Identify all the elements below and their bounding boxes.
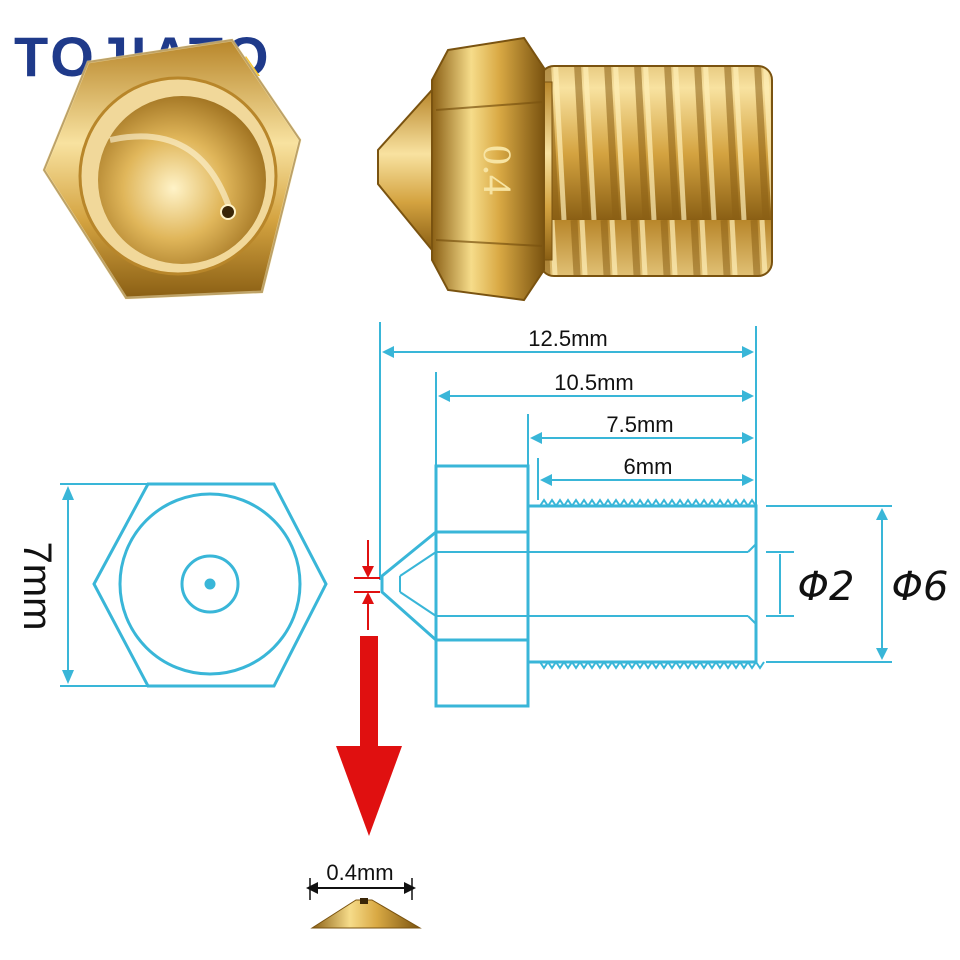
orifice-detail <box>306 878 422 929</box>
side-profile-drawing <box>379 322 892 708</box>
nozzle-side-photo: 0.4 <box>377 36 773 302</box>
thread-length-label: 6mm <box>624 454 673 479</box>
total-length-label: 12.5mm <box>528 326 607 351</box>
thread-section-label: 7.5mm <box>606 412 673 437</box>
bore-diameter-label: Φ2 <box>798 564 855 610</box>
thread-diameter-label: Φ6 <box>892 564 949 610</box>
nozzle-size-engraving: 0.4 <box>475 145 520 195</box>
hex-to-end-label: 10.5mm <box>554 370 633 395</box>
orifice-size-label: 0.4mm <box>326 860 393 885</box>
nozzle-tip-cone <box>310 899 422 929</box>
hex-front-drawing <box>60 482 328 688</box>
hex-width-label: 7mm <box>15 542 59 631</box>
orifice-marker <box>354 540 380 630</box>
nozzle-tip-side <box>377 87 433 253</box>
nozzle-front-photo <box>42 38 302 300</box>
nozzle-orifice-icon <box>220 204 236 220</box>
thread-section <box>539 65 773 277</box>
down-arrow-icon <box>336 636 402 836</box>
dimension-arrowheads <box>382 346 888 660</box>
